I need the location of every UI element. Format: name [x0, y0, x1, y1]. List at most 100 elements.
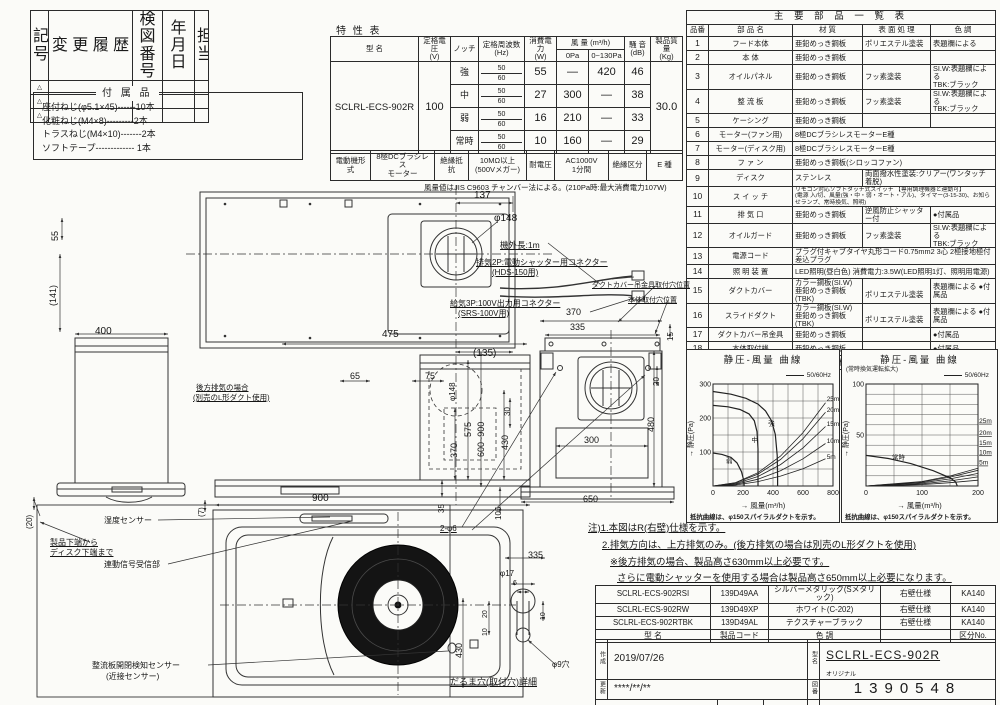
parts-cell: ポリエステル塗装	[862, 302, 931, 329]
model-name-value: SCLRL-ECS-902R	[826, 647, 941, 662]
chart-legend: 50/60Hz	[785, 372, 831, 379]
svg-text:400: 400	[767, 490, 779, 497]
parts-cell: リモコン対応ソフトタッチ式スイッチ 【専用調理機器と連動可】 (電源 入/切、風…	[791, 186, 997, 207]
svg-text:弱: 弱	[726, 457, 733, 465]
spec-header: 0Pa	[556, 49, 589, 63]
created-date: 2019/07/26	[607, 639, 808, 680]
spec-table-title: 特 性 表	[336, 26, 382, 37]
model-cell: 右壁仕様	[880, 602, 951, 617]
chart-subtitle: (常時換気運転拡大)	[846, 367, 898, 373]
model-cell: 139D49AL	[710, 615, 769, 630]
parts-name: モーター(ディスク用)	[708, 141, 793, 157]
svg-text:300: 300	[699, 382, 711, 389]
parts-name: 本 体	[708, 50, 793, 65]
svg-text:0: 0	[711, 490, 715, 497]
accessory-item: トラスねじ(M4×10)-------2本	[42, 129, 156, 139]
model-name-sub: オリジナル	[826, 672, 857, 679]
model-cell: SCLRL-ECS-902RTBK	[595, 615, 711, 630]
spec-noise: 38	[624, 84, 652, 109]
spec-notch: 弱	[450, 107, 479, 132]
parts-no: 7	[686, 141, 709, 157]
svg-text:100: 100	[699, 450, 711, 457]
spec-header: 定格電圧 (V)	[418, 35, 451, 63]
svg-text:10m: 10m	[979, 449, 992, 456]
parts-cell: ●付属品	[929, 327, 997, 343]
spec-noise: 46	[624, 61, 652, 86]
chart-note: 抵抗曲線は、φ150スパイラルダクトを示す。	[845, 514, 975, 521]
parts-cell: ポリエステル塗装	[862, 36, 931, 51]
spec-withstand-value: AC1000V 1分間	[554, 150, 609, 181]
parts-cell: 逆風防止シャッター付	[862, 206, 931, 224]
drawing-number-label: 図番	[810, 681, 817, 696]
accessory-item: 化粧ねじ(M4×8)---------2本	[42, 115, 148, 126]
parts-cell: 表題欄による	[929, 36, 997, 51]
parts-cell: 8極DCブラシレスモーターE種	[791, 127, 997, 143]
spec-notch: 中	[450, 84, 479, 109]
model-cell: 139D49XP	[710, 602, 769, 617]
revision-header: 変 更 履 歴	[48, 9, 133, 82]
spec-header: 定格周波数 (Hz)	[478, 35, 525, 63]
parts-no: 4	[686, 88, 709, 115]
spec-flow-0pa: 300	[556, 84, 589, 109]
parts-cell: カラー鋼板(SI.W) 亜鉛めっき鋼板(TBK)	[792, 278, 863, 304]
parts-cell	[929, 113, 997, 129]
svg-text:0: 0	[864, 490, 868, 497]
spec-noise: 33	[624, 107, 652, 132]
parts-name: 電源コード	[708, 247, 793, 266]
spec-power: 16	[524, 107, 557, 132]
svg-text:20m: 20m	[827, 407, 840, 414]
spec-insulation-value: 10MΩ以上 (500Vメガー)	[468, 150, 527, 181]
spec-class-label: 絶縁区分	[608, 150, 647, 181]
parts-cell: 両面撥水性塗装:クリアー(ワンタッチ着脱)	[861, 169, 997, 187]
model-cell: KA140	[950, 602, 996, 617]
accessory-item: 座付ねじ(φ5.1×45)------10本	[42, 102, 155, 112]
svg-text:10m: 10m	[827, 438, 840, 445]
parts-no: 5	[686, 113, 709, 129]
spec-flow-range: —	[587, 107, 626, 132]
spec-flow-range: —	[587, 84, 626, 109]
spec-class-value: E 種	[646, 150, 683, 181]
drawing-number-value: 1390548	[819, 678, 996, 700]
svg-text:800: 800	[827, 490, 839, 497]
model-cell: 右壁仕様	[880, 615, 951, 630]
parts-no: 3	[686, 64, 709, 90]
parts-no: 16	[686, 302, 709, 329]
spec-header: 消費電力 (W)	[524, 35, 557, 63]
parts-header: 部 品 名	[708, 24, 793, 37]
parts-cell: 亜鉛めっき鋼板	[792, 36, 863, 51]
spec-flow-0pa: —	[556, 61, 589, 86]
spec-header: 製品質量 (Kg)	[650, 35, 684, 63]
revision-header: 検図番号	[132, 9, 163, 82]
svg-text:600: 600	[797, 490, 809, 497]
parts-cell: SI.W:表題欄による TBK:ブラック	[929, 88, 997, 115]
parts-cell: フッ素塗装	[862, 64, 931, 90]
spec-voltage: 100	[418, 61, 451, 155]
model-cell: KA140	[950, 615, 996, 630]
model-cell: テクスチャーブラック	[768, 615, 881, 630]
parts-name: ダクトカバー吊金具	[708, 327, 793, 343]
chart-title: 静圧-風量 曲線	[880, 355, 959, 366]
parts-no: 13	[686, 247, 709, 266]
parts-cell	[862, 327, 931, 343]
parts-cell: 亜鉛めっき鋼板	[792, 206, 863, 224]
parts-header: 品番	[686, 24, 709, 37]
parts-header: 材 質	[792, 24, 863, 37]
updated-date: ****/**/**	[607, 678, 808, 700]
parts-header: 色 調	[929, 24, 997, 37]
parts-name: オイルガード	[708, 222, 793, 249]
spec-power: 55	[524, 61, 557, 86]
spec-withstand-label: 耐電圧	[526, 150, 555, 181]
